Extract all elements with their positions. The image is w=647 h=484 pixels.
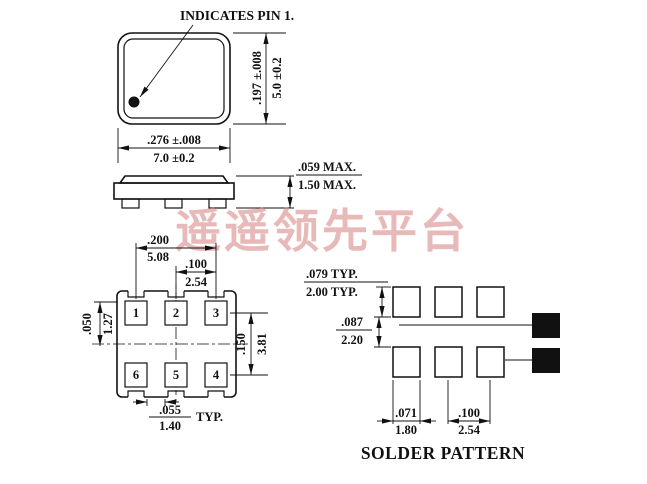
sp-pad-height-mm: 2.00 TYP. [306, 285, 358, 299]
top-width-dimension: .276 ±.008 7.0 ±0.2 [117, 128, 231, 165]
castellation-notch [127, 390, 145, 397]
sp-pad-width-mm: 1.80 [395, 423, 417, 437]
pin1-dot [128, 96, 140, 108]
pad-number: 1 [133, 306, 139, 320]
pad-5 [164, 362, 188, 388]
width-dim-mm: 7.0 ±0.2 [153, 151, 194, 165]
pad-6 [124, 362, 148, 388]
castellation-notch [167, 390, 185, 397]
pad-number: 3 [213, 306, 219, 320]
pad-width-mm: 1.40 [159, 419, 181, 433]
pad-width-inch: .055 [159, 403, 181, 417]
row-span-dimension: .150 3.81 [230, 312, 269, 376]
leg [164, 198, 183, 209]
sp-row-gap-inch: .087 [341, 315, 363, 329]
side-pad-filled [532, 313, 560, 338]
pad-span-dimension: .200 5.08 [135, 233, 217, 299]
typ-label: TYP. [196, 410, 223, 424]
top-height-dimension: .197 ±.008 5.0 ±0.2 [233, 32, 286, 125]
side-height-mm: 1.50 MAX. [298, 178, 356, 192]
height-dim-inch: .197 ±.008 [250, 51, 264, 105]
offset-dim-inch: .050 [80, 313, 94, 335]
row-span-inch: .150 [234, 333, 248, 355]
pin1-leader-line [139, 24, 194, 98]
pad-3 [204, 300, 228, 326]
body-outline [113, 182, 235, 200]
pitch-dim-mm: 2.54 [185, 275, 208, 289]
solder-pad [476, 286, 505, 318]
sp-pitch-inch: .100 [458, 406, 480, 420]
watermark-text: 遥遥领先平台 [175, 205, 469, 257]
side-view: .059 MAX. 1.50 MAX. [113, 160, 362, 209]
pad-offset-dimension: .050 1.27 [80, 301, 117, 346]
sp-pitch-mm: 2.54 [458, 423, 481, 437]
top-view: INDICATES PIN 1. .276 ±.008 7.0 ±0.2 .19… [117, 8, 294, 165]
package-outline [117, 32, 231, 125]
solder-pad [434, 286, 463, 318]
sp-pitch-dimension: .100 2.54 [447, 380, 491, 437]
pad-pitch-dimension: .100 2.54 [175, 257, 216, 299]
solder-pad [392, 286, 421, 318]
sp-pad-height-inch: .079 TYP. [306, 267, 358, 281]
sp-pad-height-dimension: .079 TYP. 2.00 TYP. [304, 267, 391, 318]
sp-pad-width-dimension: .071 1.80 [377, 380, 436, 437]
pad-width-dimension: .055 1.40 TYP. [133, 399, 223, 433]
span-dim-inch: .200 [147, 233, 169, 247]
lid-outline [118, 175, 230, 184]
pad-4 [204, 362, 228, 388]
notch-erase [128, 395, 144, 399]
side-height-inch: .059 MAX. [298, 160, 356, 174]
castellation-notch [207, 390, 225, 397]
sp-row-gap-dimension: .087 2.20 [336, 315, 391, 348]
height-dim-mm: 5.0 ±0.2 [270, 57, 284, 98]
solder-pad [476, 346, 505, 378]
sp-pad-width-inch: .071 [395, 406, 417, 420]
pin1-callout-label: INDICATES PIN 1. [180, 8, 294, 23]
bottom-view: 1 2 3 6 5 4 .200 5.08 .100 2.54 .050 1.2… [80, 233, 269, 433]
pad-1 [124, 300, 148, 326]
solder-pad [392, 346, 421, 378]
pad-number: 4 [213, 368, 220, 382]
sp-row-gap-mm: 2.20 [341, 333, 363, 347]
pitch-dim-inch: .100 [185, 257, 207, 271]
solder-pad [434, 346, 463, 378]
width-dim-inch: .276 ±.008 [147, 133, 201, 147]
span-dim-mm: 5.08 [147, 250, 169, 264]
pad-number: 2 [173, 306, 179, 320]
solder-pattern-title: SOLDER PATTERN [361, 443, 525, 463]
notch-erase [208, 395, 224, 399]
pad-number: 5 [173, 368, 179, 382]
solder-pattern: .079 TYP. 2.00 TYP. .087 2.20 .071 1.80 [304, 267, 560, 463]
pad-number: 6 [133, 368, 139, 382]
side-pad-filled [532, 348, 560, 373]
offset-dim-mm: 1.27 [101, 313, 115, 335]
package-inner-outline [123, 38, 225, 119]
notch-erase [168, 395, 184, 399]
pad-2 [164, 300, 188, 326]
row-span-mm: 3.81 [255, 333, 269, 355]
leg [121, 198, 140, 209]
side-height-dimension: .059 MAX. 1.50 MAX. [236, 160, 362, 209]
leg [208, 198, 227, 209]
